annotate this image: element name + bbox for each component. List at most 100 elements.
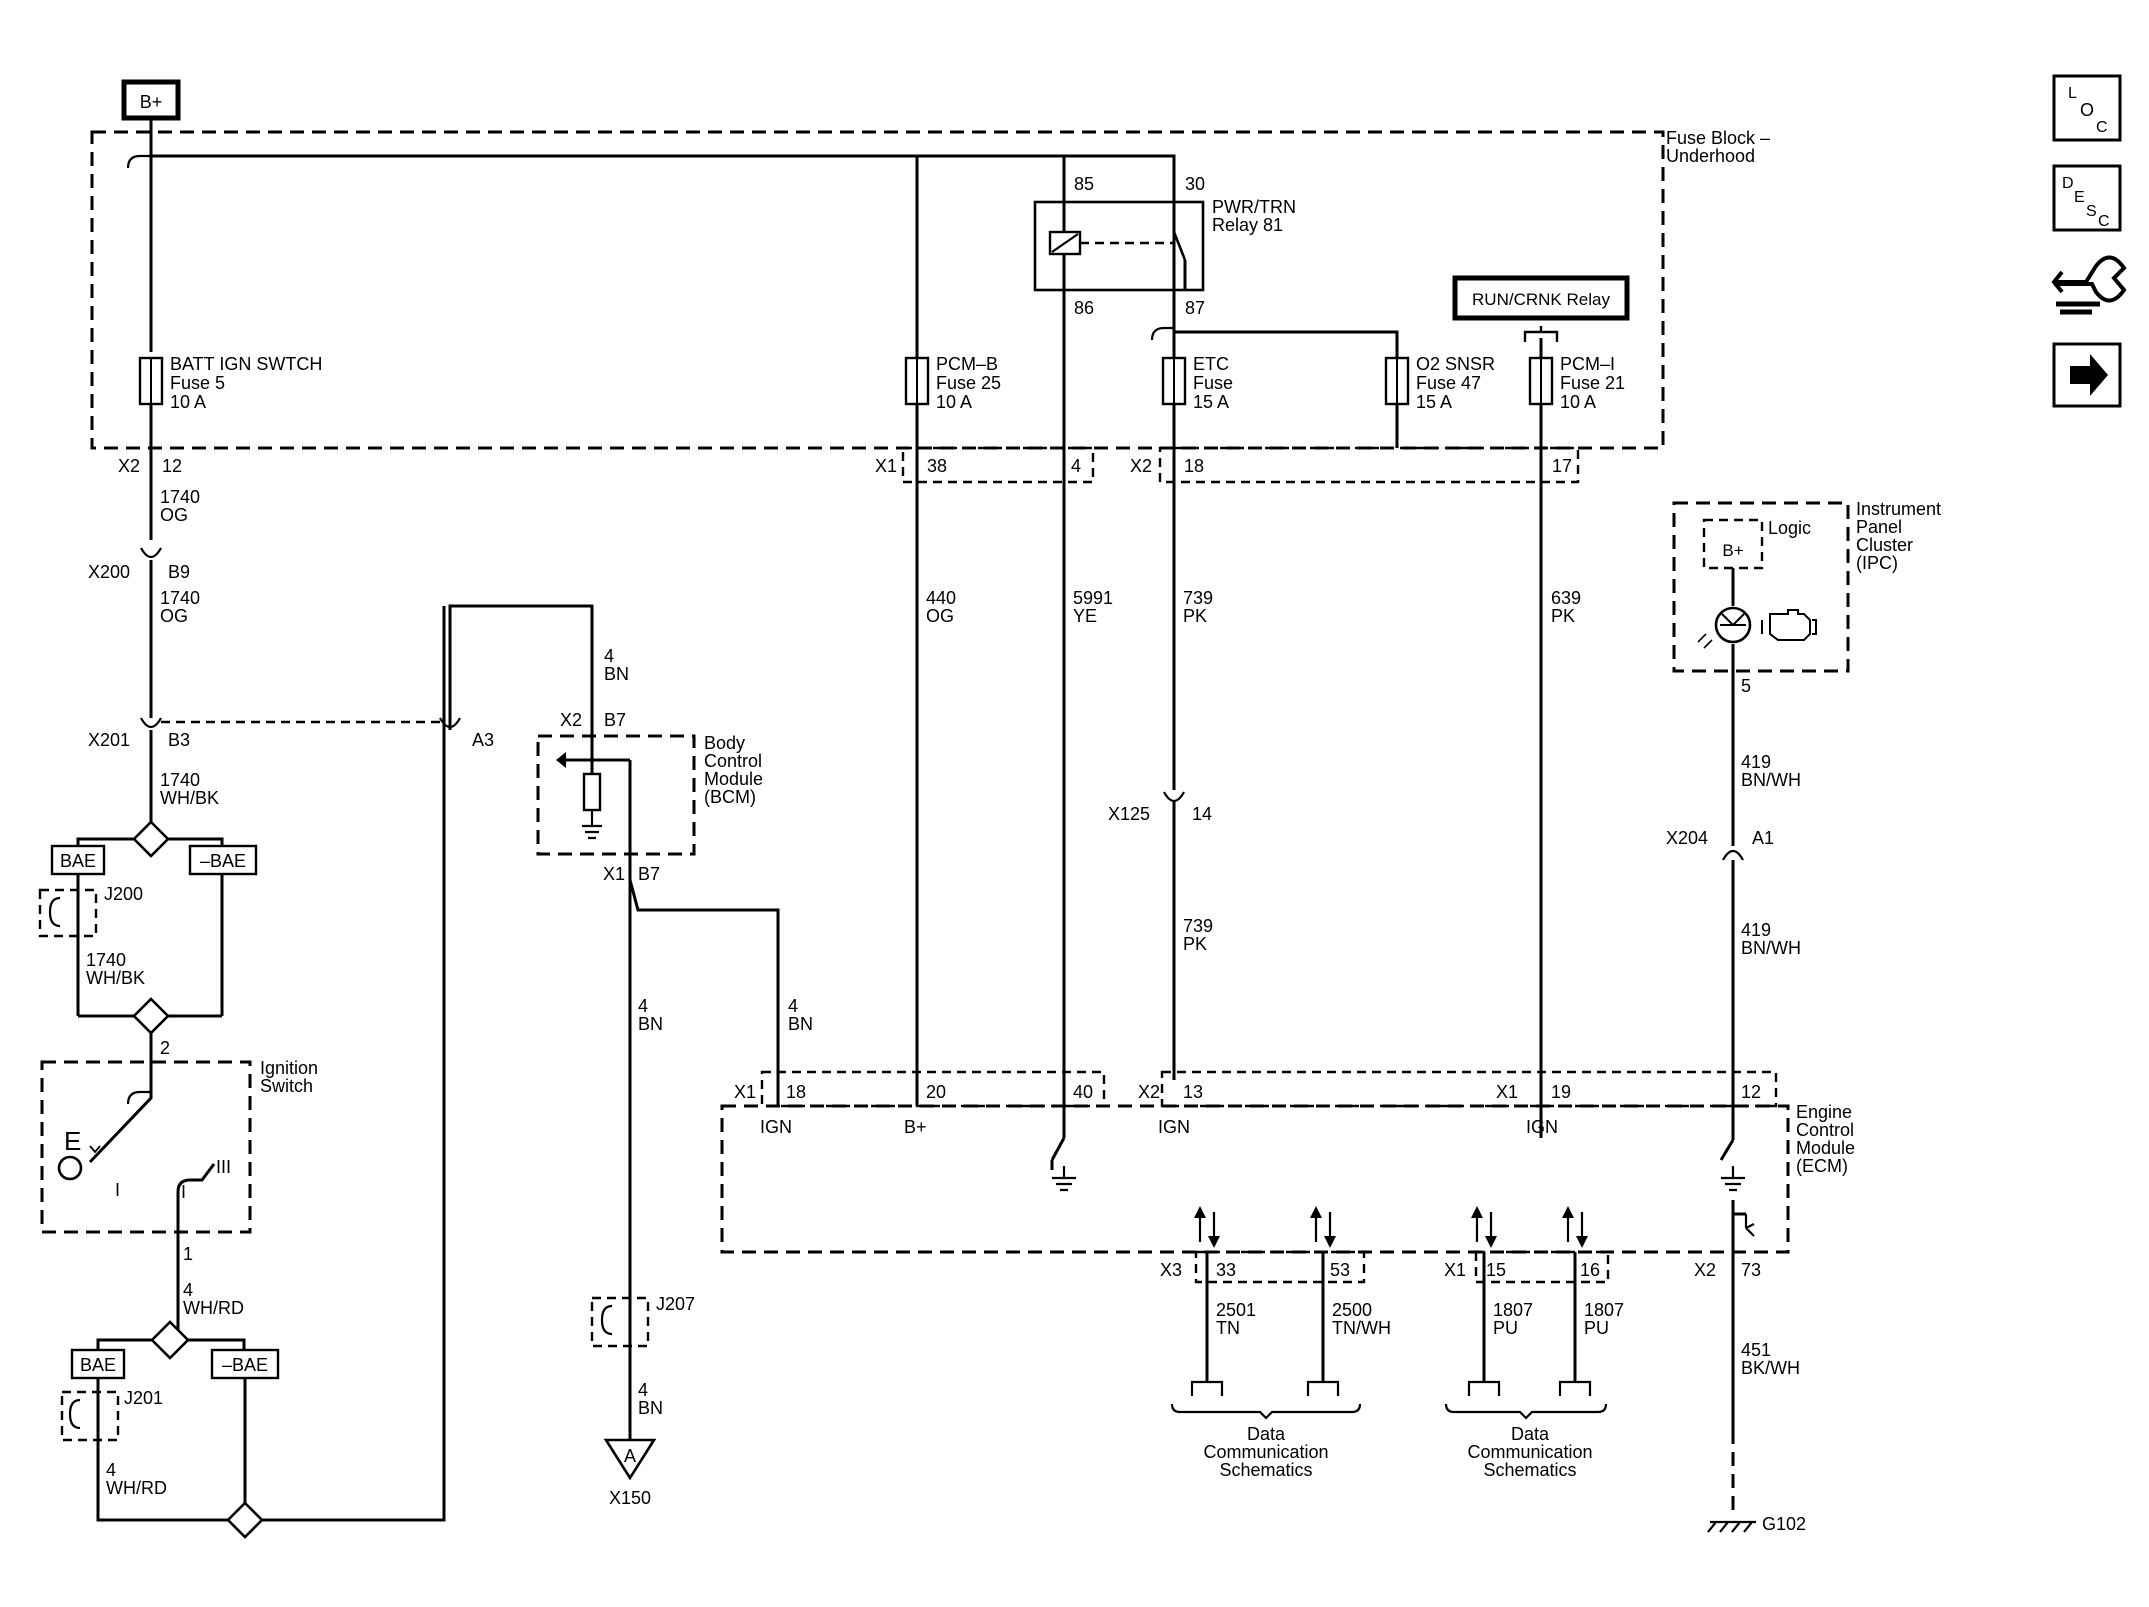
ignition-contact: [176, 1163, 216, 1246]
data-comm-1-line3[interactable]: Schematics: [1219, 1460, 1312, 1480]
relay87-hook: [1150, 326, 1174, 341]
ground-g102: G102: [1762, 1514, 1806, 1534]
conn-b9: B9: [168, 562, 190, 582]
j200-loop: [48, 896, 61, 928]
bcm-name-line2: Control: [704, 751, 762, 771]
conn-x200: X200: [88, 562, 130, 582]
data-comm-2-line3[interactable]: Schematics: [1483, 1460, 1576, 1480]
mil-lamp-diode: [1720, 613, 1746, 626]
bus-bar: [151, 154, 1176, 332]
fuse-pcm-i: PCM–I Fuse 21 10 A: [1528, 354, 1625, 412]
data-comm-terminals: [1170, 1380, 1608, 1420]
run-crnk-relay-label: RUN/CRNK Relay: [1472, 290, 1610, 309]
desc-letter-e: E: [2074, 189, 2085, 206]
wire-1807-a-num: 1807: [1493, 1300, 1533, 1320]
nbae-label-2: –BAE: [222, 1355, 268, 1375]
wire-739-b-color: PK: [1183, 934, 1207, 954]
ecm-pin-20: 20: [926, 1082, 946, 1102]
ignition-v-mark: [89, 1145, 101, 1154]
wire-1740-b-color: OG: [160, 606, 188, 626]
wire-5991-color: YE: [1073, 606, 1097, 626]
wire-4-bcm-num: 4: [638, 996, 648, 1016]
nbae-label-1: –BAE: [200, 851, 246, 871]
ecm-name-line3: Module: [1796, 1138, 1855, 1158]
wire-2500-num: 2500: [1332, 1300, 1372, 1320]
relay-pin-87: 87: [1185, 298, 1205, 318]
bcm-conn-x2: X2: [560, 710, 582, 730]
wire-419-b-num: 419: [1741, 920, 1771, 940]
wire-739-a-num: 739: [1183, 588, 1213, 608]
fuse-etc-number: Fuse: [1193, 373, 1233, 393]
fb-pin-38: 38: [927, 456, 947, 476]
ecm-name-line4: (ECM): [1796, 1156, 1848, 1176]
ecm-pin-19: 19: [1551, 1082, 1571, 1102]
ecm-outline: [720, 1104, 1790, 1254]
wire-4-j201-color: WH/RD: [106, 1478, 167, 1498]
j207-label: J207: [656, 1294, 695, 1314]
fb-x2-connector: [1158, 446, 1580, 484]
conn-a1: A1: [1752, 828, 1774, 848]
bae-box-1: [50, 844, 106, 876]
desc-letter-d: D: [2062, 175, 2074, 192]
wire-451-num: 451: [1741, 1340, 1771, 1360]
wire-5991-num: 5991: [1073, 588, 1113, 608]
ecm-chassis-ground-icon: [1744, 1214, 1755, 1237]
ignition-name-line1: Ignition: [260, 1058, 318, 1078]
fuse-block-name-line2: Underhood: [1666, 146, 1755, 166]
fb-conn-x1: X1: [875, 456, 897, 476]
fb-pin-18: 18: [1184, 456, 1204, 476]
wire-4-top: [448, 604, 594, 760]
relay-pin-30: 30: [1185, 174, 1205, 194]
ignition-pos-iii: III: [216, 1157, 231, 1177]
wire-1740-c-num: 1740: [160, 770, 200, 790]
next-arrow-button[interactable]: [2052, 342, 2122, 408]
conn-x150: X150: [609, 1488, 651, 1508]
loc-letter-l: L: [2068, 85, 2077, 102]
fuse-block-name-line1: Fuse Block –: [1666, 128, 1770, 148]
ecm-conn-x2-b: X2: [1694, 1260, 1716, 1280]
description-view-button[interactable]: D E S C: [2052, 164, 2122, 232]
connector-repair-icon[interactable]: [2051, 255, 2127, 315]
wire-4-j201-num: 4: [106, 1460, 116, 1480]
bus-hook: [126, 154, 151, 169]
conn-x204: X204: [1666, 828, 1708, 848]
bcm-resistor: [582, 772, 602, 812]
splice-diamond-2: [132, 997, 170, 1035]
wire-440-color: OG: [926, 606, 954, 626]
ecm-switch-40: [1050, 1137, 1066, 1170]
wire-440-num: 440: [926, 588, 956, 608]
data-comm-1-line1[interactable]: Data: [1247, 1424, 1286, 1444]
wire-2500-color: TN/WH: [1332, 1318, 1391, 1338]
fuse-batt-ign-swtch: BATT IGN SWTCH Fuse 5 10 A: [138, 354, 322, 412]
ignition-pos-i: I: [115, 1180, 120, 1200]
location-view-button[interactable]: L O C: [2052, 74, 2122, 142]
bcm-conn-x1: X1: [603, 864, 625, 884]
data-comm-wires: [1205, 1252, 1577, 1382]
fuse-47-number: Fuse 47: [1416, 373, 1481, 393]
wire-739-b-num: 739: [1183, 916, 1213, 936]
data-comm-2-line1[interactable]: Data: [1511, 1424, 1550, 1444]
conn-x201: X201: [88, 730, 130, 750]
ecm-x1-bottom-connector: [1474, 1250, 1610, 1284]
ecm-ground-icon-40: [1052, 1166, 1076, 1192]
wire-4-top-num: 4: [604, 646, 614, 666]
wire-1740-d-num: 1740: [86, 950, 126, 970]
fb-x1-connector: [901, 446, 1095, 484]
data-comm-2-line2[interactable]: Communication: [1467, 1442, 1592, 1462]
ipc-name-line2: Panel: [1856, 517, 1902, 537]
wire-4-ecm-color: BN: [788, 1014, 813, 1034]
g102-ground-icon: [1707, 1520, 1756, 1533]
fuse-etc: ETC Fuse 15 A: [1161, 354, 1233, 412]
wire-4-j207-color: BN: [638, 1398, 663, 1418]
wire-1807-b-color: PU: [1584, 1318, 1609, 1338]
ecm-x2-connector: [1160, 1070, 1778, 1108]
ecm-conn-x3: X3: [1160, 1260, 1182, 1280]
x201-connector-b3: [140, 717, 162, 729]
run-crnk-relay: RUN/CRNK Relay: [1452, 275, 1630, 342]
ecm-pin-33: 33: [1216, 1260, 1236, 1280]
bcm-ground-icon: [582, 810, 602, 840]
splice-diamond-3: [150, 1320, 190, 1360]
data-comm-1-line2[interactable]: Communication: [1203, 1442, 1328, 1462]
x125-gap: [1168, 790, 1180, 800]
